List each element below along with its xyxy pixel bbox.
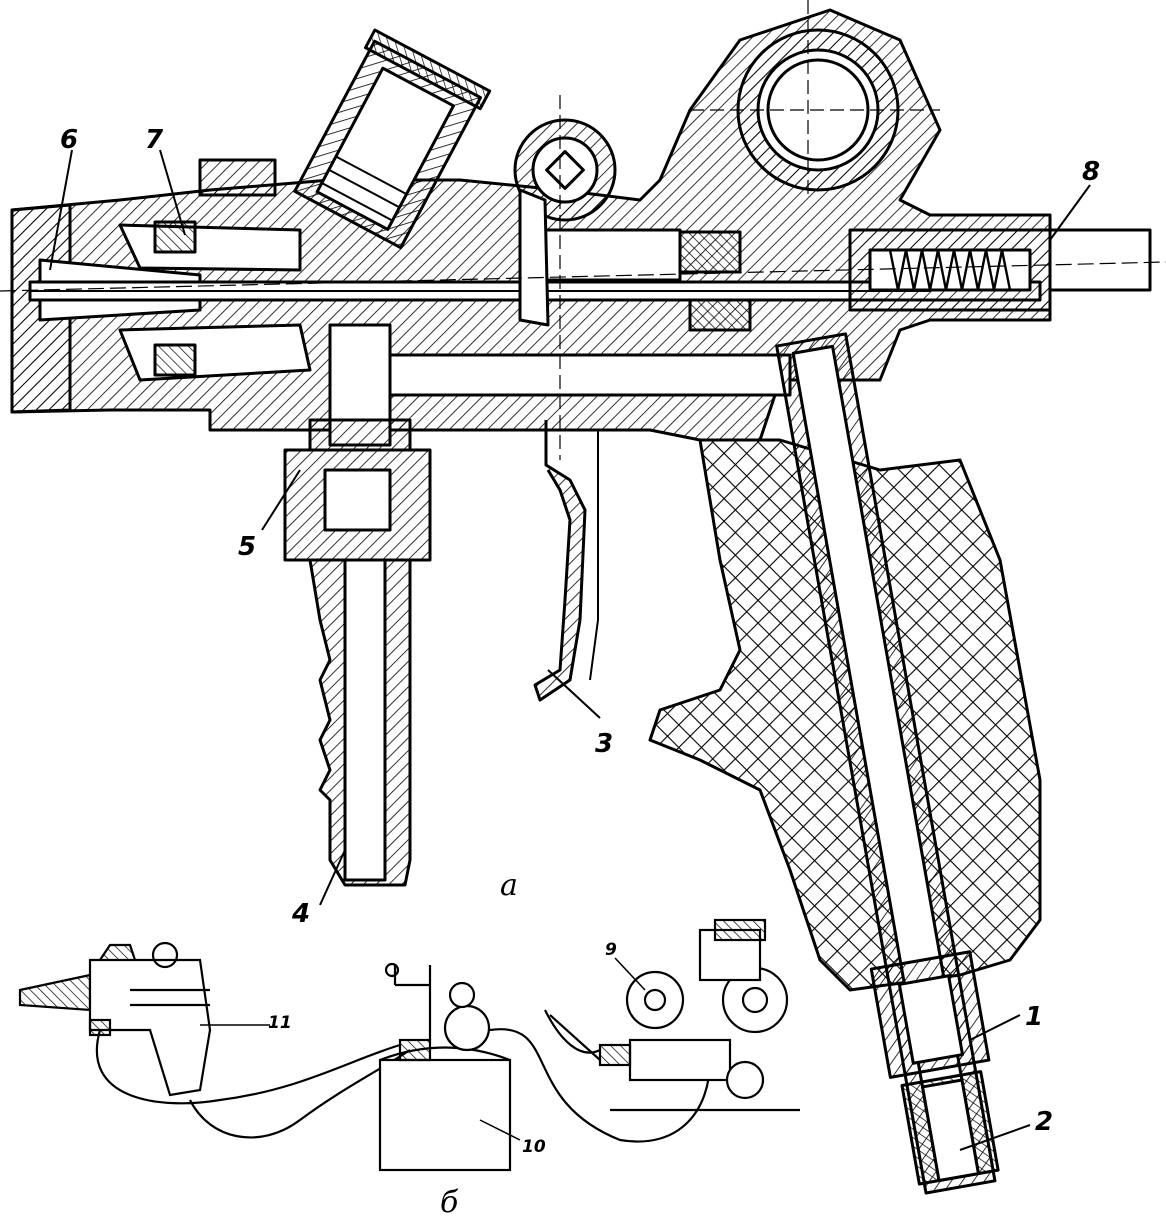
pressure-tank [378, 962, 512, 1172]
hose-4 [544, 1009, 601, 1054]
callout-1: 1 [1025, 1002, 1043, 1032]
leaders-view-b [200, 957, 646, 1141]
leaders-view-a [49, 149, 1091, 1151]
callout-4: 4 [291, 899, 310, 929]
callout-9: 9 [605, 940, 617, 960]
view-a-label: а [500, 868, 518, 903]
cup-socket [293, 28, 492, 250]
callout-5: 5 [238, 532, 256, 562]
callout-6: 6 [60, 125, 78, 155]
callout-7: 7 [145, 125, 164, 155]
callout-10: 10 [522, 1137, 546, 1157]
trigger [533, 420, 587, 702]
view-b-installation [18, 918, 800, 1172]
rear-spring-assembly [848, 228, 1152, 312]
hose-1 [95, 1029, 401, 1105]
fluid-inlet-fitting [283, 323, 432, 887]
small-spray-gun [18, 941, 212, 1097]
air-inlet-tube [775, 332, 1000, 1195]
hose-3 [489, 1028, 712, 1143]
compressor [549, 918, 800, 1112]
view-b-label: б [440, 1185, 459, 1218]
callout-3: 3 [595, 729, 613, 759]
callout-2: 2 [1035, 1107, 1053, 1137]
callout-8: 8 [1082, 157, 1100, 187]
hose-2 [189, 1049, 411, 1139]
callout-11: 11 [268, 1013, 292, 1033]
